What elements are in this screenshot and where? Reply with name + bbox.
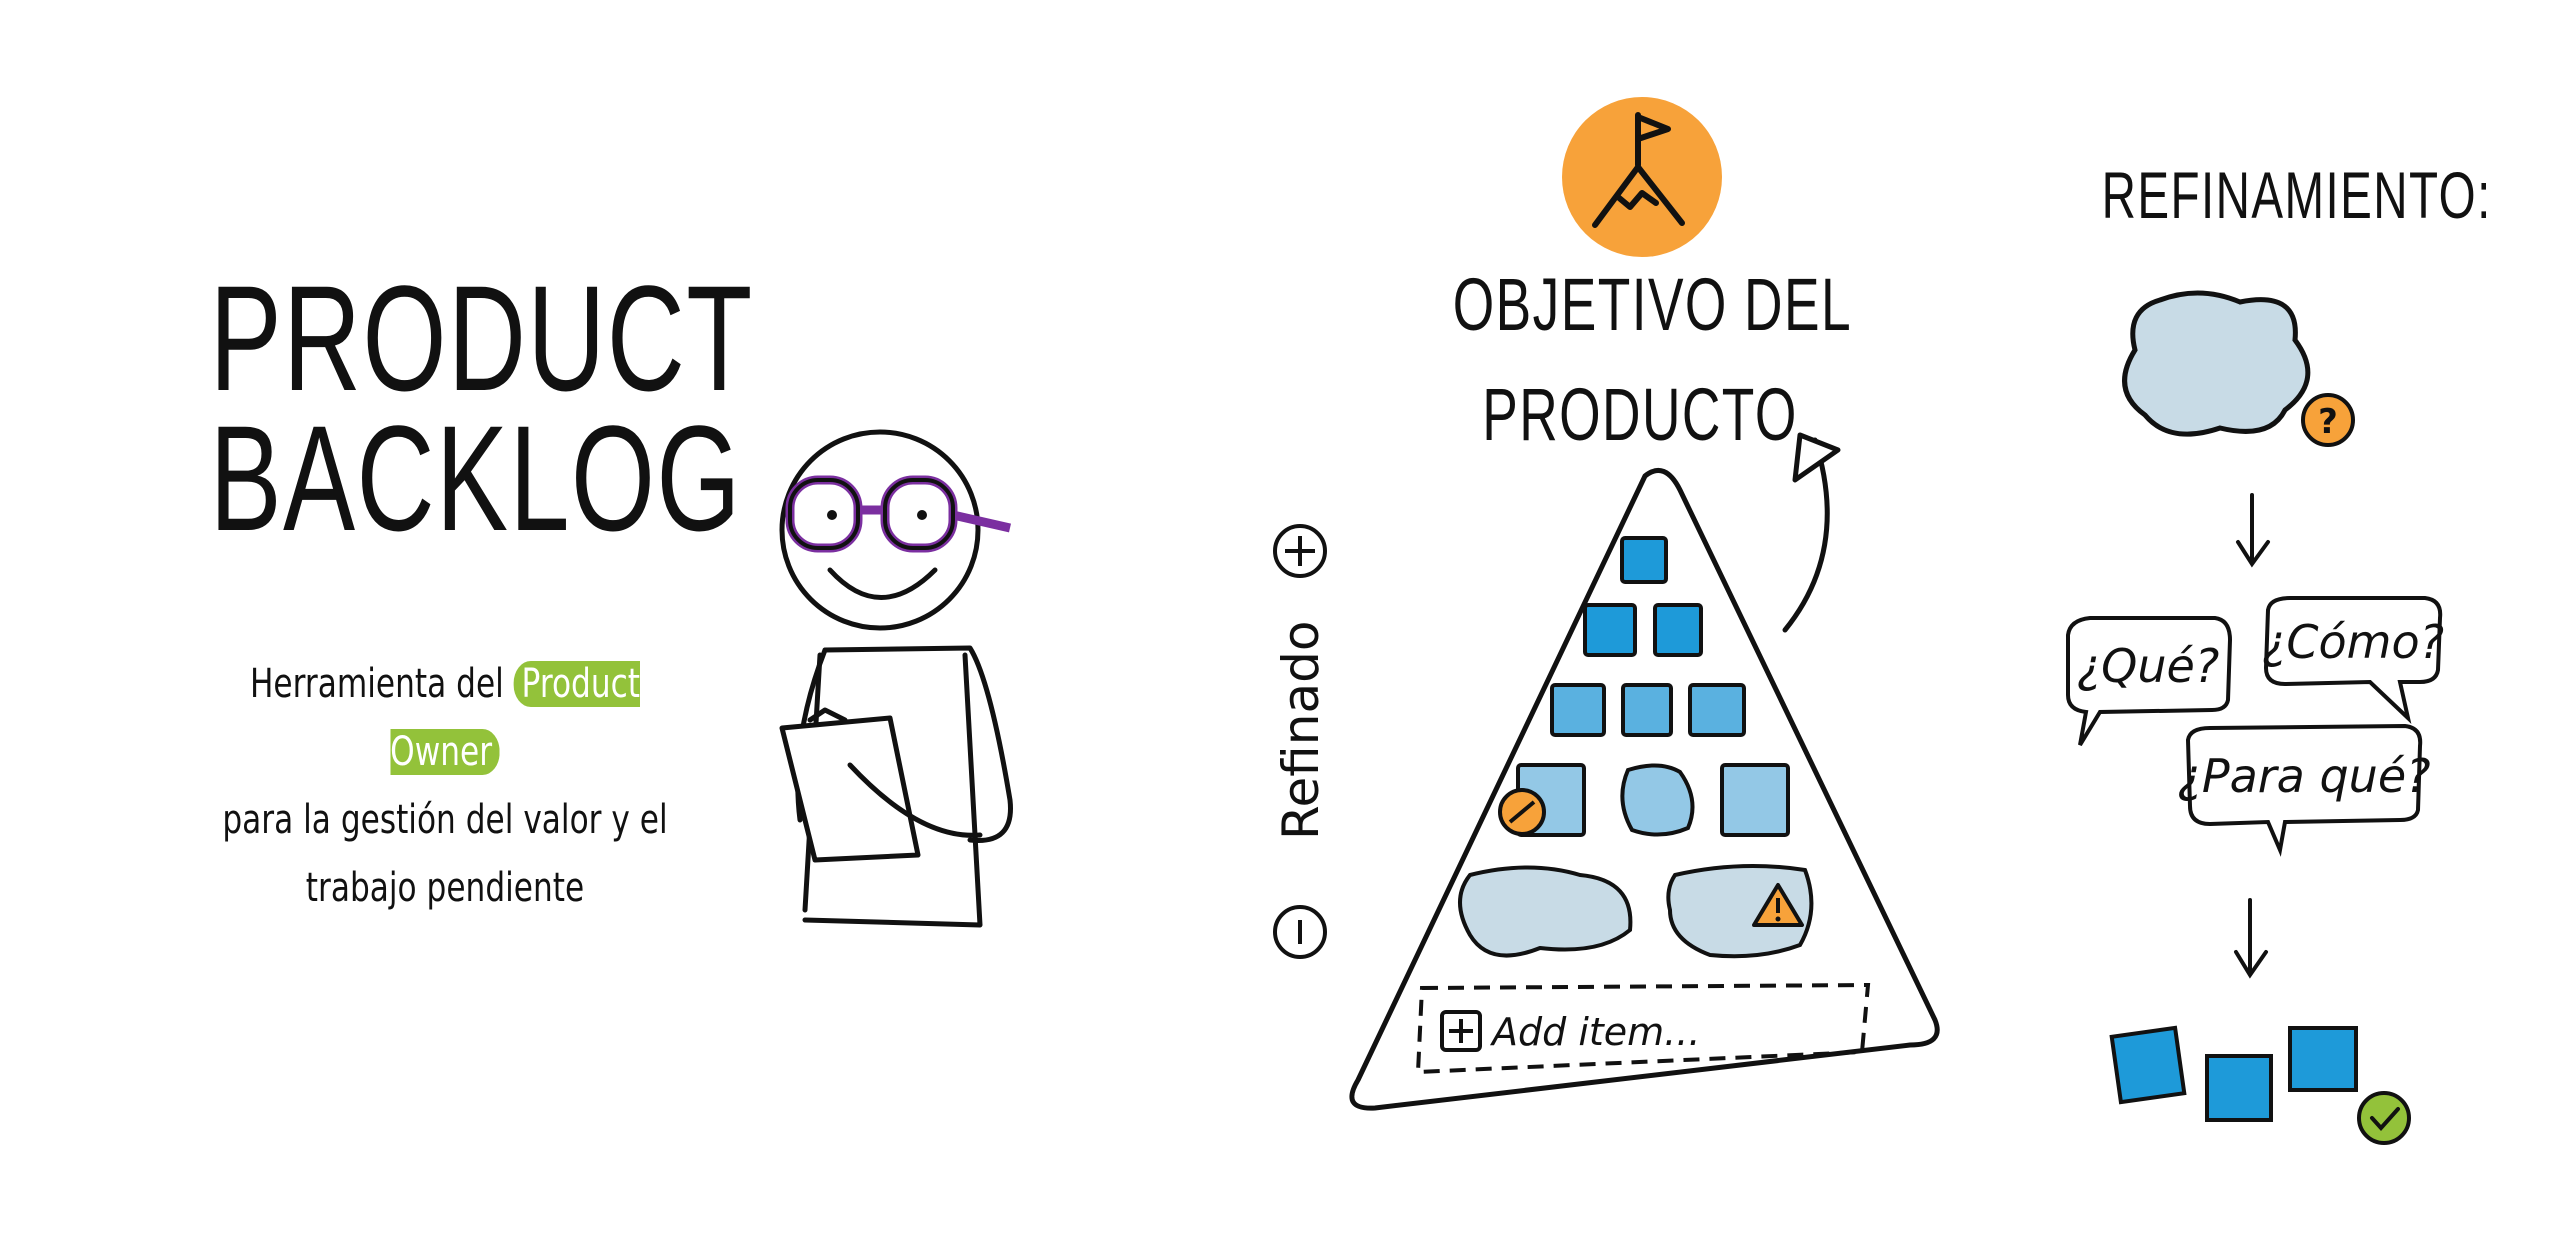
subtitle-line-3: trabajo pendiente [305,865,585,911]
refined-axis-label: Refinado [1272,621,1330,840]
objective-line-1: OBJETIVO DEL [1452,263,1853,346]
arrow-head [1792,432,1841,483]
question-que: ¿Qué? [2077,639,2220,693]
add-item-box: Add item... [1415,982,1871,1075]
down-arrow-2 [2234,898,2268,979]
backlog-item [1583,603,1637,657]
bubble-para-que: ¿Para qué? [2177,723,2431,857]
refined-item [2288,1026,2358,1092]
objective-flag-icon [1562,97,1722,257]
blocked-icon [1498,788,1546,836]
question-para-que: ¿Para qué? [2177,749,2430,803]
pyramid-outline [1349,467,1940,1111]
refinement-title: REFINAMIENTO: [2101,158,2492,232]
refinement-flow-diagram: ? ¿Qué? ¿Cómo? ¿Para qué? [2066,290,2444,1145]
backlog-item [1720,763,1790,837]
refined-item [2205,1054,2273,1122]
product-objective-title: OBJETIVO DEL PRODUCTO [1452,250,1853,470]
title-line-2: BACKLOG [209,394,742,562]
refined-plus-icon [1273,524,1327,578]
subtitle-line-2: para la gestión del valor y el [222,797,668,843]
bubble-como: ¿Cómo? [2262,596,2444,724]
backlog-item [1620,763,1695,837]
backlog-item [1621,683,1673,737]
title-line-1: PRODUCT [209,254,754,422]
body-right [822,645,1013,843]
check-icon [2357,1091,2411,1145]
svg-text:?: ? [2318,402,2338,442]
product-backlog-title: PRODUCT BACKLOG [209,254,754,562]
backlog-pyramid-diagram: Refinado Add item... [1272,432,1940,1111]
objective-line-2: PRODUCTO [1482,373,1798,456]
refined-item [2109,1025,2187,1105]
backlog-item [1688,683,1746,737]
backlog-item [1653,603,1703,657]
subtitle-line-1: Herramienta del Product Owner [215,650,675,786]
question-mark-icon: ? [2301,393,2355,447]
product-backlog-description: Herramienta del Product Owner para la ge… [215,650,675,922]
head [779,429,981,631]
backlog-epic-blob [1458,865,1633,958]
warning-icon [1752,883,1804,927]
clipboard [779,715,921,863]
bubble-que: ¿Qué? [2066,616,2233,747]
backlog-item [1550,683,1606,737]
smile [827,567,938,600]
refined-minus-icon [1273,905,1327,959]
add-plus-icon [1440,1010,1482,1052]
raw-idea-blob [2122,290,2311,437]
question-como: ¿Cómo? [2262,615,2444,669]
subtitle-part-1: Herramienta del [249,661,514,707]
product-owner-character-illustration [779,429,1013,928]
add-item-label: Add item... [1489,1010,1700,1054]
backlog-item-top [1620,536,1668,584]
down-arrow-1 [2236,493,2270,568]
arrow-to-objective [1782,437,1830,633]
